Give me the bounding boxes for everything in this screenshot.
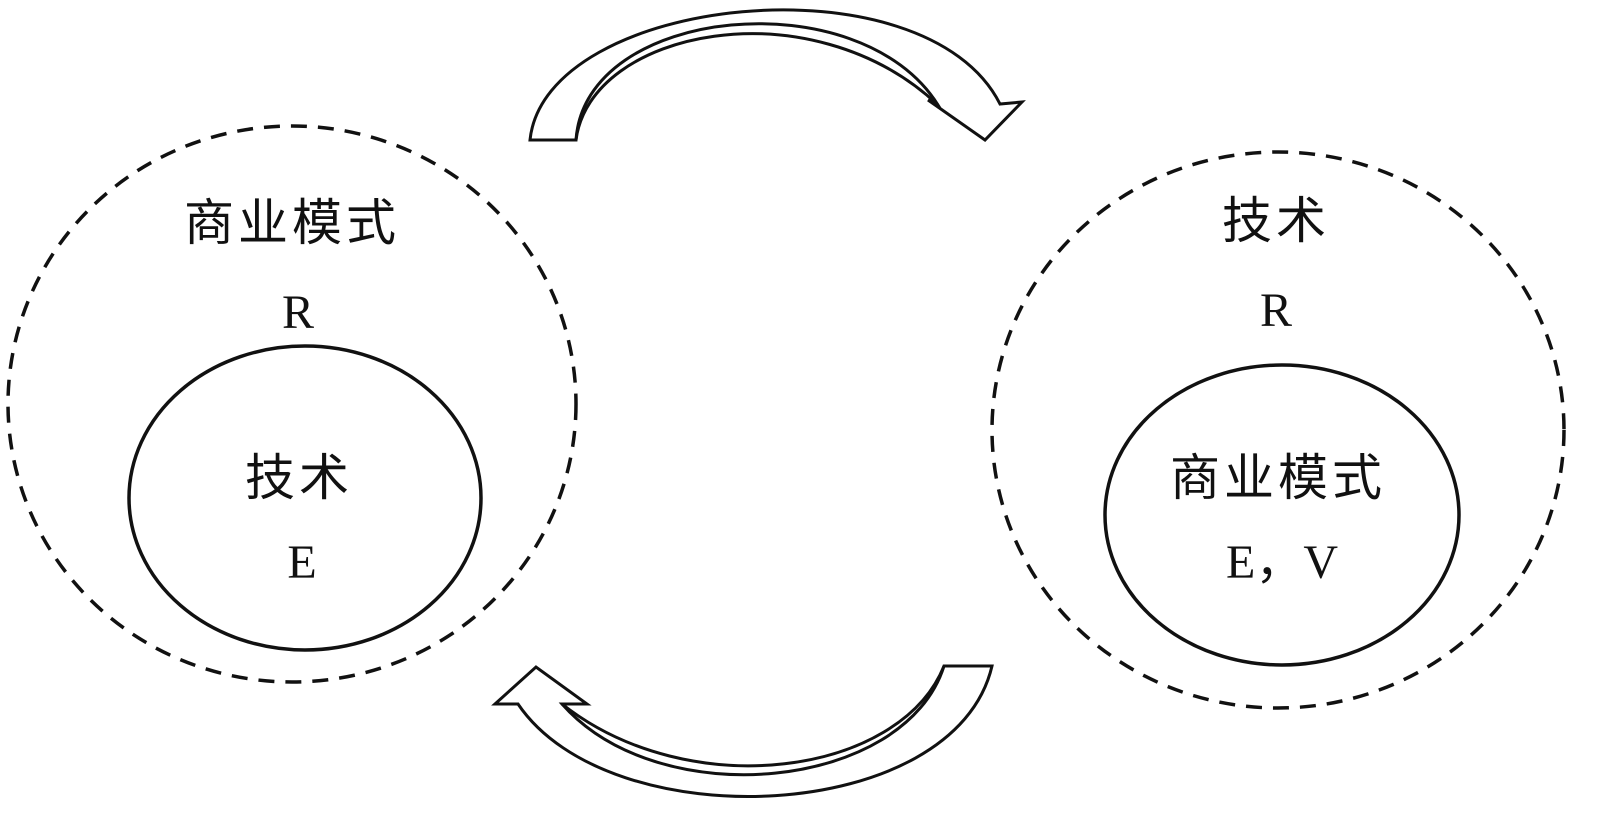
left-inner-label: 技术 (245, 449, 353, 507)
bottom-curved-arrow (491, 664, 994, 798)
right-outer-letter: R (1260, 284, 1292, 337)
left-inner-ellipse (127, 344, 483, 652)
right-inner-letter: E，V (1226, 536, 1338, 589)
left-outer-label: 商业模式 (184, 194, 400, 252)
left-outer-dashed-circle (6, 124, 578, 684)
bottom-arrow-inner-edge (561, 665, 946, 768)
right-outer-label: 技术 (1222, 192, 1330, 250)
right-inner-ellipse (1103, 363, 1461, 667)
left-inner-letter: E (287, 536, 316, 589)
left-outer-letter: R (282, 286, 314, 339)
top-curved-arrow (528, 8, 1026, 142)
left-group: 商业模式 R 技术 E (6, 124, 578, 684)
right-group: 技术 R 商业模式 E，V (990, 150, 1566, 710)
right-inner-label: 商业模式 (1170, 449, 1386, 507)
top-arrow-inner-edge (574, 32, 940, 141)
right-outer-dashed-circle (990, 150, 1566, 710)
